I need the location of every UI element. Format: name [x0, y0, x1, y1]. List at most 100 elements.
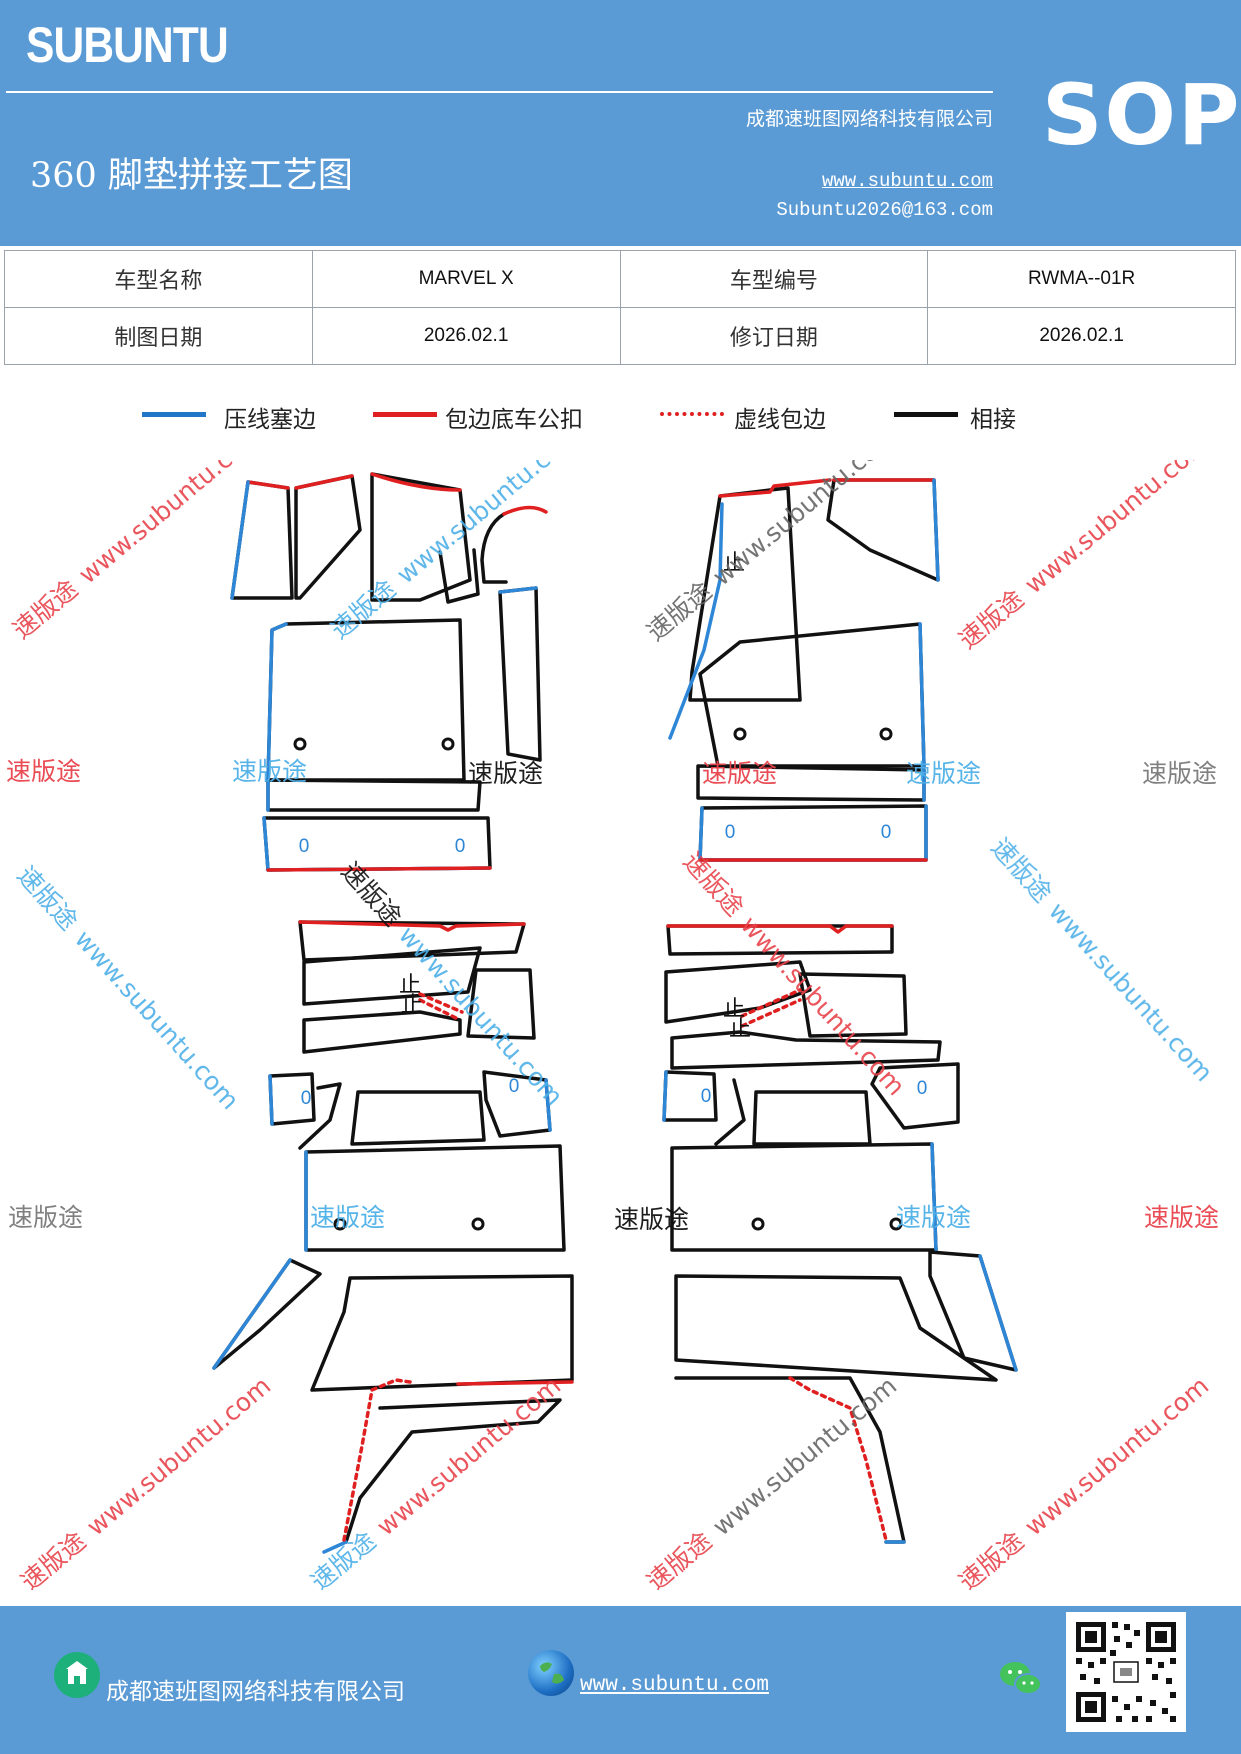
watermark-url: www.subuntu.com [81, 1371, 276, 1541]
watermark: 速版途 [896, 1203, 971, 1232]
mat-edge [246, 480, 290, 490]
watermark: 速版途 [678, 847, 750, 922]
mat-piece [480, 512, 508, 584]
hole [293, 737, 307, 751]
watermark: 速版途 [1144, 1203, 1219, 1232]
mat-piece [350, 1090, 486, 1146]
mat-piece [304, 1144, 566, 1252]
dotted-edge [740, 998, 802, 1028]
legend: 压线塞边 包边底车公扣 虚线包边 相接 [0, 400, 1241, 440]
mat-piece [298, 920, 526, 962]
mat-piece [466, 968, 536, 1040]
stop-mark: 止 [723, 997, 745, 1022]
mat-edge [668, 502, 724, 740]
revise-date-value: 2026.02.1 [927, 307, 1236, 365]
building-icon [54, 1652, 100, 1698]
stop-mark: 止 [723, 551, 745, 576]
sop-badge: SOP [1042, 66, 1241, 164]
mat-piece [698, 622, 926, 768]
mat-piece [714, 1078, 746, 1146]
watermark: 速版途 [906, 759, 981, 788]
stop-mark: 止 [729, 1017, 751, 1042]
mat-edge [298, 920, 526, 932]
brand-logo: SUBUNTU [26, 17, 229, 73]
mat-edge [294, 474, 354, 490]
mat-piece [928, 1250, 1018, 1372]
hole-mark: 0 [917, 1078, 928, 1099]
watermark-url: www.subuntu.com [707, 1371, 902, 1541]
mat-piece [752, 1090, 872, 1146]
watermark: 速版途 [468, 759, 543, 788]
mat-piece [266, 618, 466, 782]
watermark-url: www.subuntu.com [1019, 1371, 1214, 1541]
legend-swatch [894, 412, 958, 417]
watermark-url: www.subuntu.com [73, 460, 268, 589]
model-code-label: 车型编号 [619, 250, 929, 308]
watermark: 速版途 [7, 574, 83, 644]
company-name: 成都速班图网络科技有限公司 [745, 108, 993, 130]
legend-swatch [373, 412, 437, 417]
mat-piece [294, 474, 362, 600]
mat-edge [266, 622, 288, 782]
mat-piece [298, 1082, 342, 1150]
mat-edge [932, 478, 940, 582]
website-link[interactable]: www.subuntu.com [821, 170, 993, 192]
wechat-icon[interactable] [996, 1656, 1042, 1702]
mat-edge [322, 1540, 348, 1554]
table-row: 制图日期 2026.02.1 修订日期 2026.02.1 [4, 307, 1236, 365]
footer-website-link[interactable]: www.subuntu.com [580, 1674, 770, 1697]
watermark-url: www.subuntu.com [391, 460, 586, 589]
watermark: 速版途 [8, 1203, 83, 1232]
hole [333, 1217, 347, 1231]
dotted-edge [418, 998, 462, 1022]
mat-edge [502, 505, 548, 516]
watermark-url: www.subuntu.com [1043, 897, 1219, 1088]
hole [471, 1217, 485, 1231]
watermark: 速版途 [986, 833, 1058, 908]
footer-banner: 成都速班图网络科技有限公司 www.subuntu.com [0, 1606, 1241, 1754]
mat-piece [670, 1030, 942, 1070]
revise-date-label: 修订日期 [619, 307, 929, 365]
watermark: 速版途 [953, 1526, 1029, 1590]
hole [733, 727, 747, 741]
mat-piece [798, 972, 908, 1038]
stop-mark: 止 [399, 973, 421, 998]
mat-piece [212, 1258, 322, 1370]
stop-mark: 止 [401, 993, 423, 1018]
mat-edge [978, 1254, 1018, 1372]
legend-swatch [660, 412, 724, 416]
legend-label: 包边底车公扣 [445, 407, 583, 433]
mat-piece [438, 548, 480, 604]
hole [751, 1217, 765, 1231]
hole [441, 737, 455, 751]
mat-edge [230, 480, 250, 600]
mat-edge [498, 586, 538, 594]
model-code-value: RWMA--01R [927, 250, 1236, 308]
legend-label: 相接 [970, 407, 1016, 433]
mat-edge [370, 472, 462, 492]
header-divider [6, 91, 993, 93]
watermark: 速版途 [12, 861, 84, 936]
mat-piece [674, 1274, 998, 1382]
model-name-value: MARVEL X [311, 250, 621, 308]
mat-piece [664, 960, 812, 1024]
draw-date-label: 制图日期 [4, 307, 313, 365]
mat-piece [310, 1274, 574, 1392]
watermark: 速版途 [6, 757, 81, 786]
floor-mat-diagram: 0 0 0 0 0 0 0 0 止 止 止 止 止 速版途 速版途 速版途 速版… [6, 460, 1219, 1590]
hole-mark: 0 [881, 822, 892, 843]
mat-edge [544, 1078, 552, 1132]
footer-company: 成都速班图网络科技有限公司 [106, 1679, 405, 1705]
mat-edge [918, 622, 926, 768]
hole-mark: 0 [725, 822, 736, 843]
mat-edge [666, 924, 894, 934]
mat-edge [718, 478, 832, 498]
watermark-url: www.subuntu.com [371, 1371, 566, 1541]
mat-piece [344, 1398, 562, 1544]
document-title: 360 脚垫拼接工艺图 [30, 156, 353, 196]
watermark: 速版途 [614, 1205, 689, 1234]
hole-mark: 0 [701, 1086, 712, 1107]
mat-edge [266, 866, 492, 872]
qr-code[interactable] [1066, 1612, 1186, 1732]
hole [879, 727, 893, 741]
